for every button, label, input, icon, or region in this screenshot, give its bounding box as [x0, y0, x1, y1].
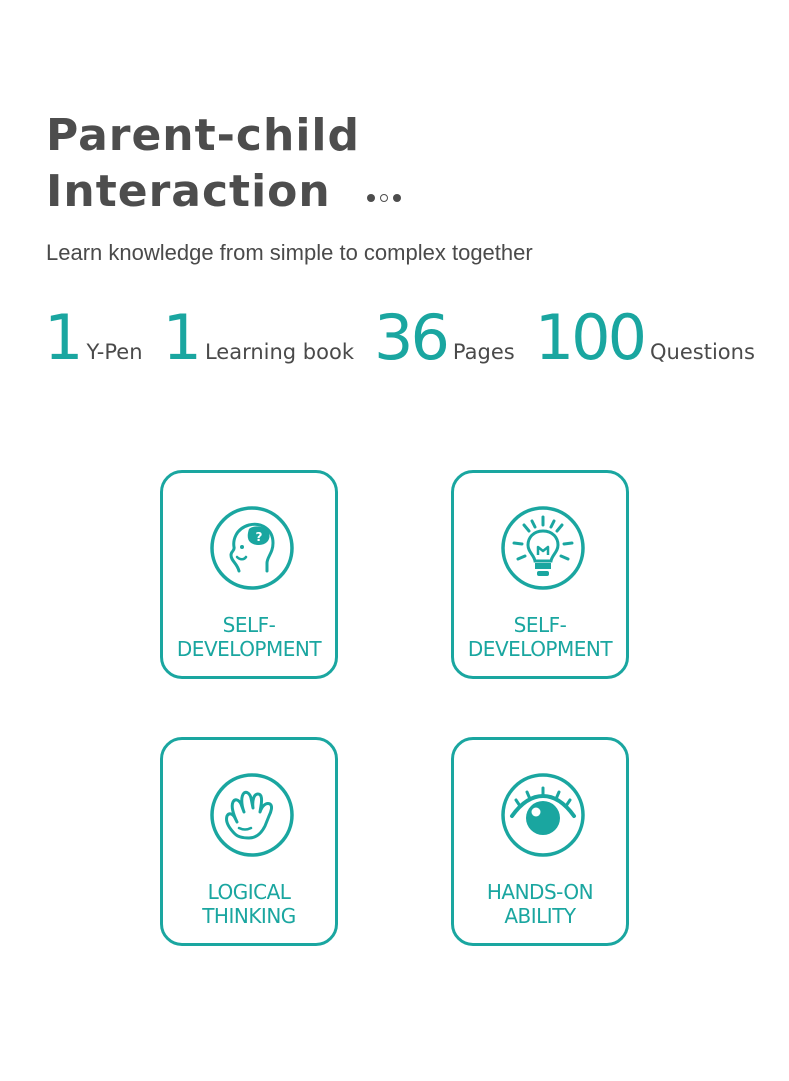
feature-card-hands-on-ability: HANDS-ON ABILITY — [451, 737, 629, 946]
card-label-line: DEVELOPMENT — [467, 637, 613, 661]
stat-item: 1 Y-Pen — [44, 302, 143, 374]
stat-unit: Y-Pen — [86, 340, 143, 364]
stat-number: 1 — [44, 301, 83, 374]
card-label: SELF- DEVELOPMENT — [454, 613, 626, 661]
card-label-line: DEVELOPMENT — [176, 637, 322, 661]
stats-row: 1 Y-Pen 1 Learning book 36 Pages 100 Que… — [44, 302, 779, 374]
card-label: SELF- DEVELOPMENT — [163, 613, 335, 661]
card-label-line: SELF- — [513, 613, 567, 637]
stat-number: 100 — [534, 301, 647, 374]
feature-card-self-development-2: SELF- DEVELOPMENT — [451, 470, 629, 679]
card-label: LOGICAL THINKING — [163, 880, 335, 928]
stat-unit: Questions — [650, 340, 755, 364]
page-title: Parent-child Interaction — [46, 108, 401, 220]
feature-card-self-development: ? SELF- DEVELOPMENT — [160, 470, 338, 679]
title-line-1: Parent-child — [46, 110, 360, 161]
card-label: HANDS-ON ABILITY — [454, 880, 626, 928]
card-label-line: THINKING — [202, 904, 296, 928]
stat-unit: Pages — [452, 340, 515, 364]
card-label-line: LOGICAL — [207, 880, 291, 904]
feature-card-logical-thinking: LOGICAL THINKING — [160, 737, 338, 946]
stat-number: 36 — [374, 301, 450, 374]
card-label-line: SELF- — [222, 613, 276, 637]
page-subtitle: Learn knowledge from simple to complex t… — [46, 240, 533, 265]
hand-icon — [210, 773, 294, 857]
stat-unit: Learning book — [204, 340, 354, 364]
card-label-line: ABILITY — [504, 904, 576, 928]
stat-item: 100 Questions — [535, 302, 755, 374]
light-bulb-icon — [501, 506, 585, 590]
thinking-head-icon: ? — [210, 506, 294, 590]
stat-number: 1 — [162, 301, 202, 374]
svg-text:?: ? — [256, 530, 263, 544]
ellipsis-dots-icon — [366, 194, 401, 202]
eye-icon — [501, 773, 585, 857]
card-label-line: HANDS-ON — [486, 880, 594, 904]
title-line-2: Interaction — [46, 166, 331, 217]
stat-item: 36 Pages — [374, 302, 515, 374]
stat-item: 1 Learning book — [163, 302, 354, 374]
